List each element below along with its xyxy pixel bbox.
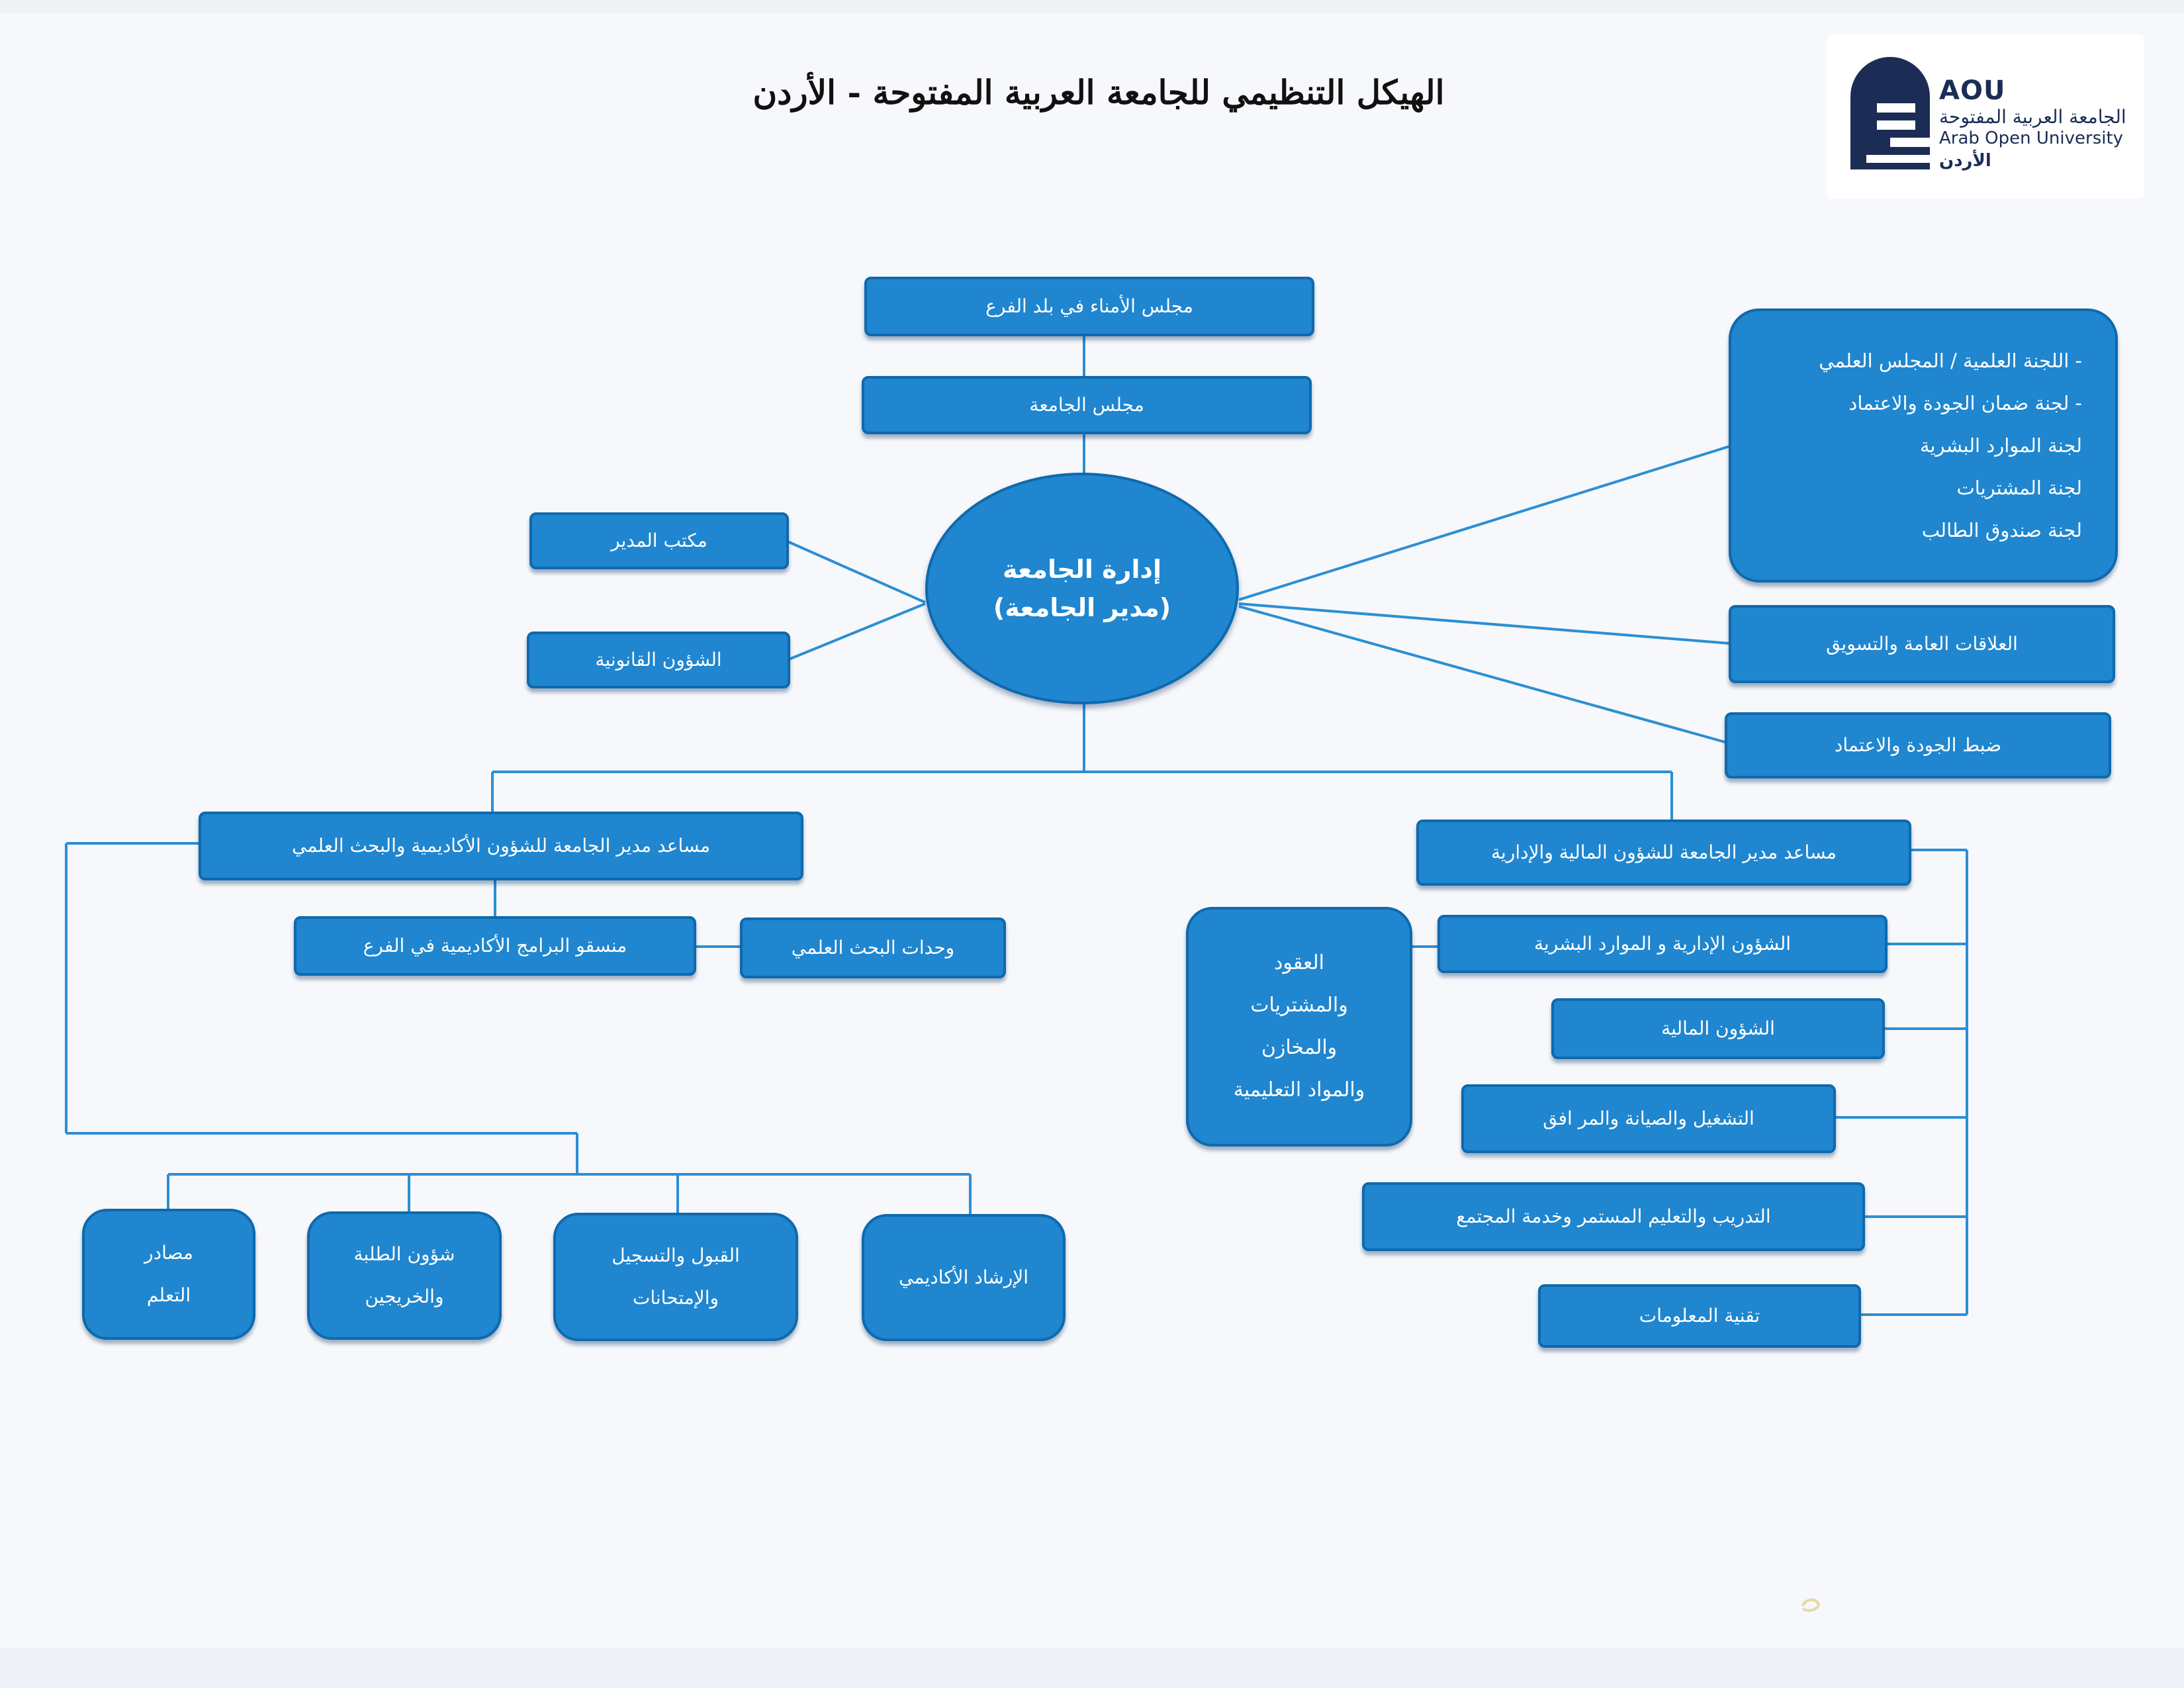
research-units-box: وحدات البحث العلمي (740, 917, 1006, 978)
assistant-academic-box: مساعد مدير الجامعة للشؤون الأكاديمية وال… (199, 812, 803, 880)
administration-title: إدارة الجامعة (1002, 555, 1162, 584)
committee-item: لجنة الموارد البشرية (1919, 434, 2082, 457)
director-office-box: مكتب المدير (529, 512, 789, 569)
logo-country: الأردن (1939, 151, 1991, 171)
board-of-trustees-box: مجلس الأمناء في بلد الفرع (864, 277, 1314, 336)
learning-resources-line2: التعلم (146, 1284, 191, 1306)
committee-item: - لجنة ضمان الجودة والاعتماد (1848, 392, 2082, 414)
logo-arch-icon (1850, 57, 1930, 169)
administration-subtitle: (مدير الجامعة) (993, 593, 1171, 622)
student-affairs-line1: شؤون الطلبة (353, 1243, 455, 1265)
training-community-box: التدريب والتعليم المستمر وخدمة المجتمع (1362, 1182, 1865, 1251)
learning-resources-line1: مصادر (144, 1242, 193, 1264)
university-logo: AOU الجامعة العربية المفتوحة Arab Open U… (1827, 34, 2144, 199)
committee-item: لجنة المشتريات (1956, 477, 2082, 499)
contracts-line: والمخازن (1261, 1036, 1338, 1059)
student-affairs-box: شؤون الطلبة والخريجين (307, 1211, 502, 1340)
logo-arabic-name: الجامعة العربية المفتوحة (1939, 106, 2126, 128)
it-box: تقنية المعلومات (1538, 1284, 1861, 1348)
admin-hr-box: الشؤون الإدارية و الموارد البشرية (1437, 915, 1888, 973)
committee-item: لجنة صندوق الطالب (1921, 519, 2082, 541)
university-council-box: مجلس الجامعة (862, 376, 1312, 434)
university-administration-node: إدارة الجامعة (مدير الجامعة) (925, 473, 1239, 704)
academic-coordinators-box: منسقو البرامج الأكاديمية في الفرع (294, 916, 696, 976)
contracts-procurement-box: العقود والمشتريات والمخازن والمواد التعل… (1186, 907, 1412, 1147)
contracts-line: والمشتريات (1250, 994, 1348, 1017)
public-relations-box: العلاقات العامة والتسويق (1729, 605, 2115, 683)
admission-line1: القبول والتسجيل (612, 1244, 740, 1266)
student-affairs-line2: والخريجين (365, 1286, 444, 1307)
admission-line2: والإمتحانات (633, 1287, 719, 1309)
financial-affairs-box: الشؤون المالية (1551, 998, 1885, 1059)
contracts-line: والمواد التعليمية (1233, 1078, 1365, 1102)
logo-abbreviation: AOU (1939, 75, 2006, 106)
operations-maintenance-box: التشغيل والصيانة والمر افق (1461, 1084, 1836, 1153)
legal-affairs-box: الشؤون القانونية (527, 632, 790, 688)
learning-resources-box: مصادر التعلم (82, 1209, 255, 1340)
committee-item: - اللجنة العلمية / المجلس العلمي (1819, 350, 2082, 372)
quality-control-box: ضبط الجودة والاعتماد (1725, 712, 2111, 778)
logo-english-name: Arab Open University (1939, 128, 2124, 148)
page-title: الهيكل التنظيمي للجامعة العربية المفتوحة… (752, 73, 1445, 112)
committees-box: - اللجنة العلمية / المجلس العلمي - لجنة … (1729, 308, 2118, 583)
scan-mark-icon (1801, 1598, 1821, 1612)
contracts-line: العقود (1274, 951, 1324, 974)
academic-advising-box: الإرشاد الأكاديمي (862, 1214, 1066, 1341)
admission-registration-box: القبول والتسجيل والإمتحانات (553, 1213, 798, 1341)
assistant-finance-box: مساعد مدير الجامعة للشؤون المالية والإدا… (1416, 820, 1911, 886)
